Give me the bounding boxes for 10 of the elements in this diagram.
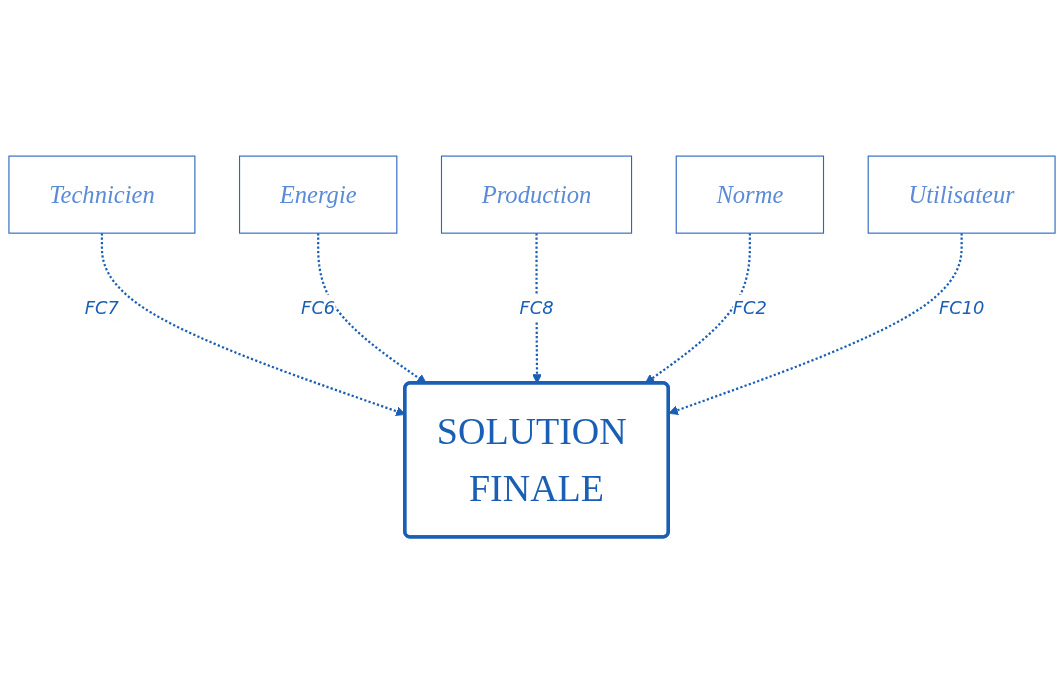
node-box: Technicien	[8, 155, 196, 234]
node-box: Energie	[239, 155, 398, 234]
edge-label: FC6	[301, 296, 336, 319]
edge-label: FC2	[732, 296, 767, 319]
edge-label: FC7	[84, 296, 119, 319]
edge-label: FC8	[519, 296, 554, 319]
edge-label: FC10	[938, 296, 985, 319]
node-box: Production	[440, 155, 633, 234]
node-box: Utilisateur	[867, 155, 1056, 234]
node-box: Norme	[675, 155, 825, 234]
